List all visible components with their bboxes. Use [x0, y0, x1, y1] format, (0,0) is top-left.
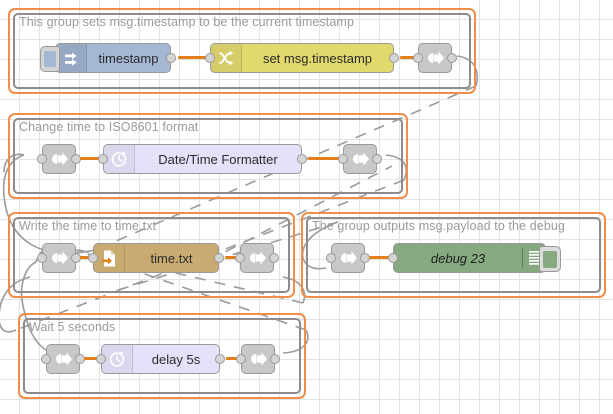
group-debug[interactable]: The group outputs msg.payload to the deb… — [301, 212, 606, 298]
node-link-out-5[interactable] — [236, 344, 280, 374]
debug-list-icon — [523, 244, 545, 272]
node-link-in-3[interactable] — [37, 243, 81, 273]
inject-arrow-icon — [56, 44, 87, 72]
node-label-change: set msg.timestamp — [262, 50, 373, 66]
group-inner-border — [306, 217, 601, 293]
group-inner-border — [13, 118, 403, 194]
input-port[interactable] — [96, 354, 106, 364]
inject-button[interactable] — [40, 46, 60, 72]
debug-toggle-button[interactable] — [539, 246, 561, 272]
group-label-debug: The group outputs msg.payload to the deb… — [312, 219, 565, 233]
node-link-out-3[interactable] — [235, 243, 279, 273]
group-delay[interactable]: Wait 5 seconds delay 5s — [18, 313, 306, 399]
clock-icon — [102, 345, 133, 373]
group-label-writefile: Write the time to time.txt — [19, 219, 157, 233]
node-datetime-formatter[interactable]: Date/Time Formatter — [98, 144, 307, 174]
node-link-out-2[interactable] — [338, 144, 382, 174]
node-link-in-2[interactable] — [37, 144, 81, 174]
node-inject-timestamp[interactable]: timestamp — [40, 43, 176, 73]
node-label-datetime: Date/Time Formatter — [158, 151, 278, 167]
clock-icon — [104, 145, 135, 173]
input-port[interactable] — [235, 253, 245, 263]
wire-file-to-linkout — [225, 256, 244, 259]
input-port[interactable] — [326, 253, 336, 263]
wire-linkin-to-delay — [84, 357, 104, 360]
debug-separator — [522, 248, 523, 268]
output-port[interactable] — [297, 154, 307, 164]
inject-button-knob — [44, 51, 56, 67]
node-link-out-1[interactable] — [413, 43, 457, 73]
group-writefile[interactable]: Write the time to time.txt time.txt — [8, 212, 295, 298]
input-port[interactable] — [88, 253, 98, 263]
wire-inject-to-change — [178, 56, 206, 59]
node-label-delay: delay 5s — [151, 351, 201, 367]
input-port[interactable] — [41, 354, 51, 364]
group-iso8601[interactable]: Change time to ISO8601 format Date/Time … — [8, 113, 408, 199]
node-debug-23[interactable]: debug 23 — [388, 243, 561, 273]
output-port[interactable] — [269, 253, 279, 263]
file-write-icon — [94, 244, 125, 272]
input-port[interactable] — [388, 253, 398, 263]
node-link-in-4[interactable] — [326, 243, 370, 273]
node-label-file: time.txt — [150, 250, 193, 266]
group-inner-border — [23, 318, 301, 394]
node-delay-5s[interactable]: delay 5s — [96, 344, 225, 374]
output-port[interactable] — [447, 53, 457, 63]
wire-function-to-linkout — [308, 157, 347, 160]
output-port[interactable] — [214, 253, 224, 263]
node-label-debug: debug 23 — [430, 250, 486, 266]
output-port[interactable] — [166, 53, 176, 63]
output-port[interactable] — [270, 354, 280, 364]
output-port[interactable] — [372, 154, 382, 164]
input-port[interactable] — [37, 154, 47, 164]
input-port[interactable] — [205, 53, 215, 63]
group-label-timestamp: This group sets msg.timestamp to be the … — [19, 15, 354, 29]
output-port[interactable] — [389, 53, 399, 63]
group-inner-border — [13, 13, 471, 89]
wire-delay-to-linkout — [226, 357, 245, 360]
output-port[interactable] — [215, 354, 225, 364]
node-label-inject: timestamp — [98, 50, 159, 66]
input-port[interactable] — [98, 154, 108, 164]
wire-linkin-to-debug — [369, 256, 396, 259]
node-link-in-5[interactable] — [41, 344, 85, 374]
input-port[interactable] — [338, 154, 348, 164]
group-timestamp[interactable]: This group sets msg.timestamp to be the … — [8, 8, 476, 94]
group-label-delay: Wait 5 seconds — [29, 320, 116, 334]
input-port[interactable] — [37, 253, 47, 263]
debug-toggle-knob — [543, 250, 557, 268]
group-inner-border — [13, 217, 290, 293]
node-change-set-timestamp[interactable]: set msg.timestamp — [205, 43, 399, 73]
group-label-iso8601: Change time to ISO8601 format — [19, 120, 199, 134]
wire-linkin-to-function — [80, 157, 106, 160]
change-shuffle-icon — [211, 44, 242, 72]
input-port[interactable] — [236, 354, 246, 364]
node-file-timetxt[interactable]: time.txt — [88, 243, 224, 273]
input-port[interactable] — [413, 53, 423, 63]
wire-change-to-linkout — [400, 56, 422, 59]
